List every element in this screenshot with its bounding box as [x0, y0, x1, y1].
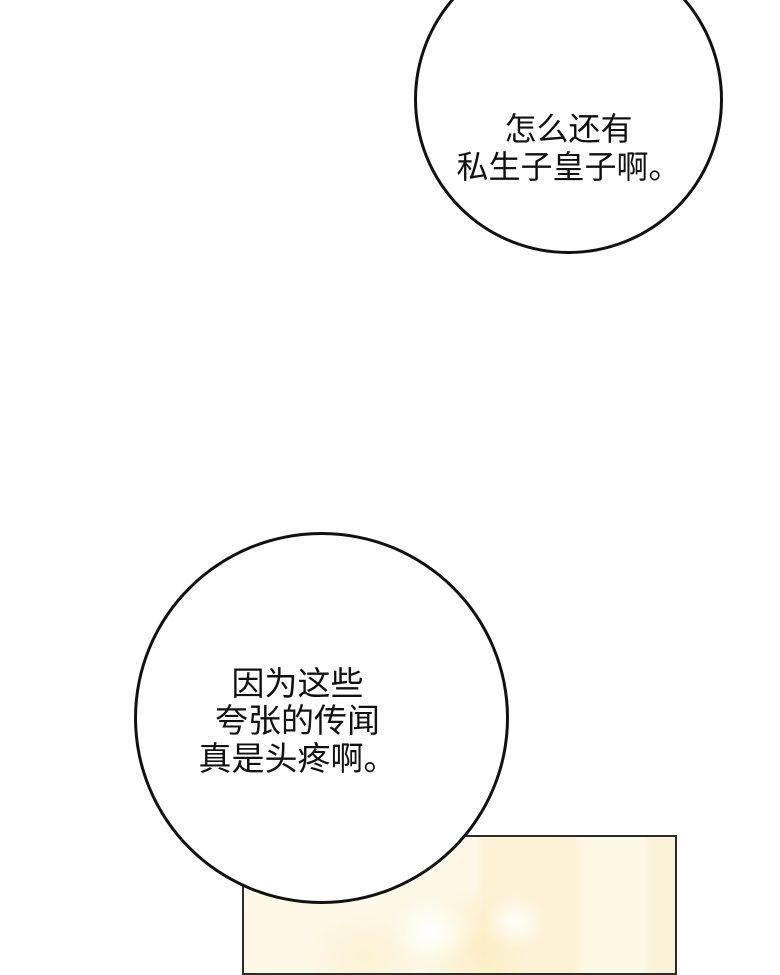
- speech-bubble-top-text: 怎么还有 私生子皇子啊。: [456, 110, 680, 186]
- webtoon-page: 怎么还有 私生子皇子啊。 因为这些 夸张的传闻 真是头疼啊。: [134, 0, 723, 975]
- speech-bubble-bottom: 因为这些 夸张的传闻 真是头疼啊。: [134, 532, 509, 904]
- bubble-line: 因为这些: [231, 663, 364, 703]
- bubble-line: 怎么还有: [504, 109, 633, 148]
- bubble-line: 夸张的传闻: [215, 701, 380, 741]
- speech-bubble-bottom-text: 因为这些 夸张的传闻 真是头疼啊。: [199, 665, 397, 778]
- speech-bubble-top: 怎么还有 私生子皇子啊。: [414, 0, 723, 254]
- bubble-line: 真是头疼啊。: [198, 738, 397, 778]
- bubble-line: 私生子皇子啊。: [456, 147, 681, 186]
